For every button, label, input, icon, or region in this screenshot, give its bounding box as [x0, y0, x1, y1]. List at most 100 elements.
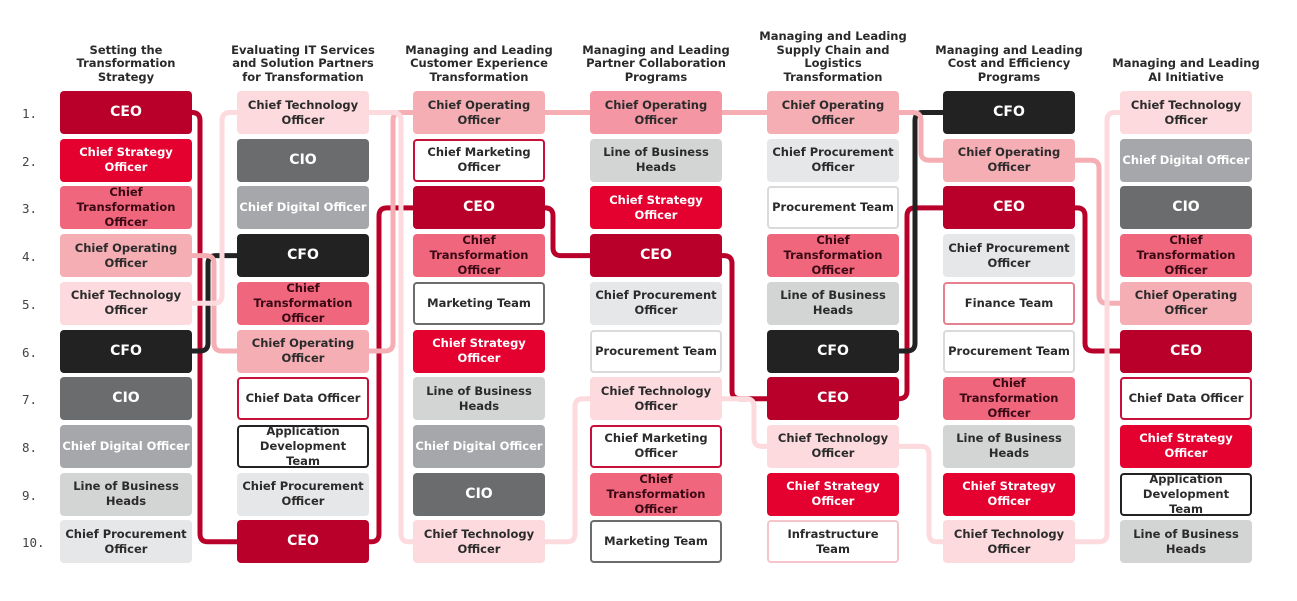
role-box: CEO	[413, 186, 545, 230]
role-box: Chief Technology Officer	[1120, 91, 1252, 134]
role-box: Chief Operating Officer	[767, 91, 899, 134]
rank-label: 3.	[22, 201, 38, 217]
role-box: Chief Data Officer	[1120, 377, 1252, 421]
role-box: Procurement Team	[943, 329, 1075, 373]
role-box: Chief Transformation Officer	[237, 281, 369, 325]
role-box: CFO	[60, 329, 192, 373]
connector-cto_link	[192, 110, 1120, 545]
role-box: Chief Procurement Officer	[767, 138, 899, 182]
rank-label: 4.	[22, 249, 38, 265]
role-box: Chief Marketing Officer	[413, 138, 545, 182]
role-box: Chief Operating Officer	[413, 91, 545, 134]
role-box: Chief Transformation Officer	[413, 233, 545, 278]
column-title: Managing and Leading AI Initiative	[1112, 56, 1260, 84]
role-box: CIO	[60, 377, 192, 421]
connector-segment	[722, 396, 767, 449]
role-box: CIO	[1120, 186, 1252, 230]
role-box: Chief Data Officer	[237, 377, 369, 421]
role-box: Chief Transformation Officer	[767, 233, 899, 278]
role-box: Application Development Team	[1120, 472, 1252, 516]
role-box: Chief Strategy Officer	[943, 472, 1075, 516]
role-box: Chief Operating Officer	[943, 138, 1075, 182]
role-box: CFO	[237, 234, 369, 278]
role-box: Procurement Team	[590, 329, 722, 373]
connector-segment	[898, 205, 943, 402]
role-box: Chief Technology Officer	[413, 520, 545, 564]
connector-segment	[369, 110, 413, 354]
role-box: Application Development Team	[237, 424, 369, 468]
role-box: Chief Operating Officer	[60, 234, 192, 278]
role-box: Chief Operating Officer	[237, 329, 369, 373]
role-box: Chief Transformation Officer	[590, 472, 722, 516]
column-title: Evaluating IT Services and Solution Part…	[231, 42, 375, 84]
role-box: Chief Technology Officer	[237, 91, 369, 134]
role-box: Chief Technology Officer	[60, 281, 192, 325]
connector-segment	[369, 110, 413, 545]
rank-label: 8.	[22, 439, 38, 455]
role-box: Chief Digital Officer	[413, 424, 545, 468]
role-box: CEO	[60, 91, 192, 134]
role-box: Chief Procurement Officer	[590, 281, 722, 325]
role-box: Chief Strategy Officer	[590, 186, 722, 230]
role-box: Chief Procurement Officer	[943, 234, 1075, 278]
role-box: Chief Technology Officer	[943, 520, 1075, 564]
role-box: Chief Transformation Officer	[943, 376, 1075, 421]
role-box: Chief Marketing Officer	[590, 424, 722, 468]
role-box: Chief Strategy Officer	[60, 138, 192, 182]
role-box: Finance Team	[943, 281, 1075, 325]
connector-segment	[192, 110, 237, 306]
role-box: Chief Technology Officer	[767, 424, 899, 468]
role-box: Chief Strategy Officer	[1120, 424, 1252, 468]
column-title: Setting the Transformation Strategy	[76, 42, 176, 84]
connector-segment	[899, 110, 943, 163]
role-box: CEO	[1120, 329, 1252, 373]
connector-ceo	[191, 110, 1120, 545]
rank-label: 10.	[22, 535, 45, 551]
rank-label: 5.	[22, 296, 38, 312]
role-box: Chief Transformation Officer	[1120, 233, 1252, 278]
column-title: Managing and Leading Customer Experience…	[405, 42, 553, 84]
role-box: Chief Strategy Officer	[767, 472, 899, 516]
connector-segment	[544, 205, 590, 259]
role-box: Line of Business Heads	[767, 281, 899, 325]
column-title: Managing and Leading Supply Chain and Lo…	[759, 29, 907, 84]
role-box: Line of Business Heads	[1120, 520, 1252, 564]
role-box: Procurement Team	[767, 186, 899, 230]
role-box: Line of Business Heads	[590, 138, 722, 182]
role-box: CFO	[767, 329, 899, 373]
connector-segment	[899, 443, 943, 545]
role-box: CEO	[590, 234, 722, 278]
connector-segment	[191, 110, 237, 545]
column-title: Managing and Leading Cost and Efficiency…	[935, 42, 1083, 84]
role-box: Chief Digital Officer	[237, 186, 369, 230]
role-box: Marketing Team	[413, 281, 545, 325]
role-box: Infrastructure Team	[767, 520, 899, 564]
role-box: CIO	[237, 138, 369, 182]
role-box: Chief Digital Officer	[60, 424, 192, 468]
role-box: Chief Digital Officer	[1120, 138, 1252, 182]
connector-segment	[545, 396, 590, 545]
role-box: Chief Operating Officer	[1120, 281, 1252, 325]
role-box: Line of Business Heads	[60, 472, 192, 516]
role-box: CEO	[943, 186, 1075, 230]
role-box: Line of Business Heads	[943, 424, 1075, 468]
role-box: Chief Transformation Officer	[60, 185, 192, 230]
rank-label: 9.	[22, 487, 38, 503]
column-title: Managing and Leading Partner Collaborati…	[582, 42, 730, 84]
role-box: Chief Technology Officer	[590, 377, 722, 421]
role-box: Chief Procurement Officer	[237, 472, 369, 516]
role-box: Line of Business Heads	[413, 377, 545, 421]
rank-label: 2.	[22, 153, 38, 169]
role-box: Marketing Team	[590, 520, 722, 564]
role-box: Chief Operating Officer	[590, 91, 722, 134]
role-box: CEO	[767, 377, 899, 421]
rank-label: 1.	[22, 106, 38, 121]
role-box: Chief Strategy Officer	[413, 329, 545, 373]
connector-segment	[1075, 157, 1120, 306]
role-box: CFO	[943, 91, 1075, 134]
connector-segment	[368, 205, 413, 545]
role-box: CIO	[413, 472, 545, 516]
role-box: CEO	[237, 520, 369, 564]
rank-label: 7.	[22, 392, 38, 408]
